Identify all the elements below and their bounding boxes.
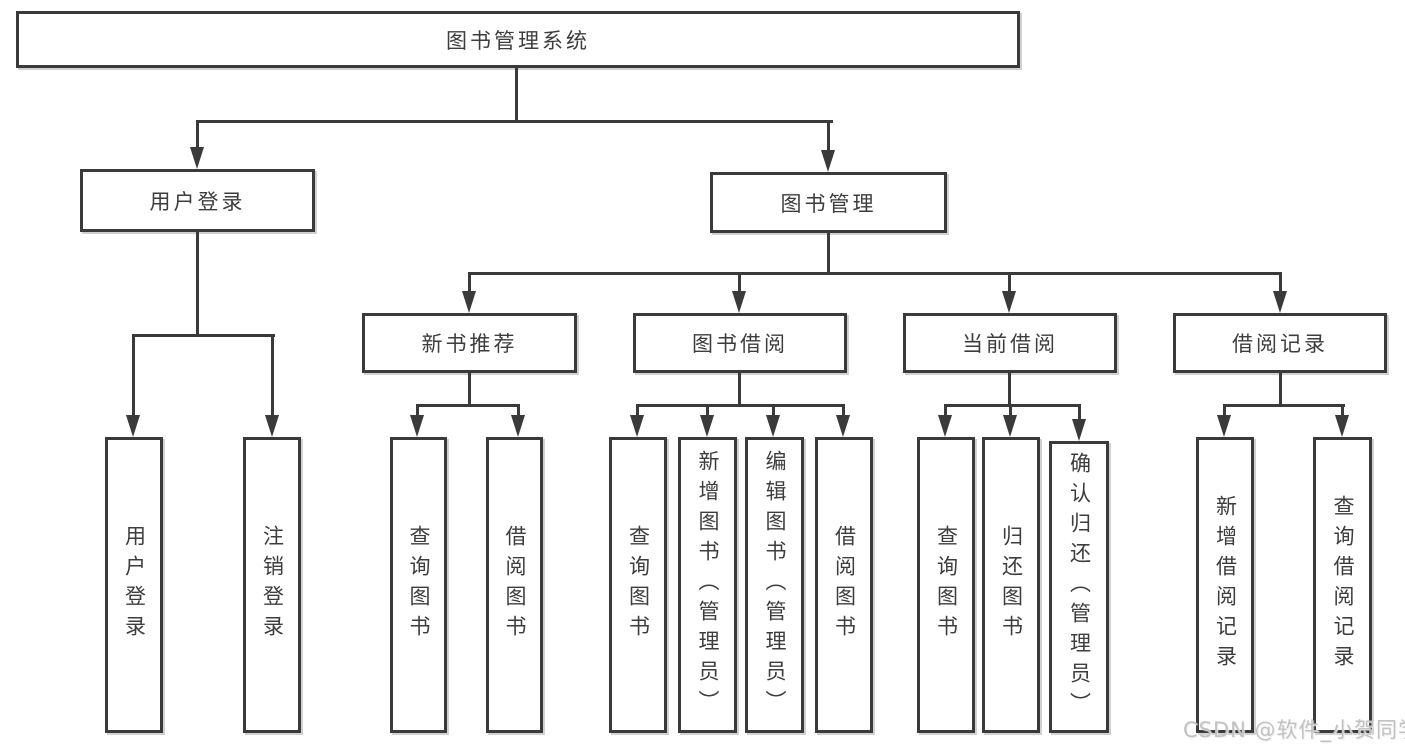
connector-drop-leaf xyxy=(1223,404,1226,418)
down-arrow-icon xyxy=(1217,415,1231,437)
connector-drop-user-login xyxy=(196,120,199,152)
connector-drop-leaf xyxy=(706,404,709,418)
leaf-borrow-books-1: 借阅图书 xyxy=(486,437,543,733)
leaf-logout: 注销登录 xyxy=(243,437,301,733)
down-arrow-icon xyxy=(1273,291,1287,313)
connector-new-book-stem xyxy=(468,373,471,407)
connector-user-login-stem xyxy=(196,232,199,337)
node-label: 查询图书 xyxy=(934,525,959,645)
connector-current-stem xyxy=(1008,373,1011,407)
connector-drop-leaf xyxy=(772,404,775,418)
node-book-borrowing: 图书借阅 xyxy=(633,313,847,373)
down-arrow-icon xyxy=(766,415,780,437)
node-book-management: 图书管理 xyxy=(710,172,947,233)
leaf-query-books-2: 查询图书 xyxy=(609,437,667,733)
connector-new-book-bus xyxy=(416,404,520,407)
node-label: 借阅图书 xyxy=(832,525,857,645)
down-arrow-icon xyxy=(1072,419,1086,441)
node-current-borrowing: 当前借阅 xyxy=(903,313,1117,373)
connector-root-stem xyxy=(515,67,518,121)
leaf-add-borrow-record: 新增借阅记录 xyxy=(1196,437,1254,733)
connector-records-bus xyxy=(1223,404,1345,407)
node-label: 查询图书 xyxy=(407,525,431,645)
node-label: 新书推荐 xyxy=(421,332,518,356)
connector-drop-leaf xyxy=(1078,404,1081,420)
node-label: 查询图书 xyxy=(626,525,651,645)
down-arrow-icon xyxy=(1002,291,1016,313)
node-label: 借阅图书 xyxy=(503,525,527,645)
down-arrow-icon xyxy=(126,415,140,437)
node-label: 图书管理系统 xyxy=(446,28,590,53)
leaf-confirm-return-admin: 确认归还（管理员） xyxy=(1049,441,1109,733)
down-arrow-icon xyxy=(732,291,746,313)
connector-borrowing-bus xyxy=(636,404,845,407)
connector-borrowing-stem xyxy=(738,373,741,407)
connector-drop-records xyxy=(1279,272,1282,294)
leaf-borrow-books-2: 借阅图书 xyxy=(815,437,873,733)
node-label: 借阅记录 xyxy=(1232,332,1328,356)
node-label: 编辑图书（管理员） xyxy=(763,450,787,720)
connector-user-login-bus xyxy=(132,334,275,337)
node-user-login: 用户登录 xyxy=(80,169,315,232)
leaf-return-books: 归还图书 xyxy=(982,437,1040,733)
node-label: 用户登录 xyxy=(122,525,147,645)
connector-drop-new-book xyxy=(468,272,471,294)
node-label: 当前借阅 xyxy=(962,332,1058,356)
connector-drop-leaf xyxy=(517,404,520,418)
connector-drop-current xyxy=(1008,272,1011,294)
connector-drop-leaf xyxy=(271,334,274,418)
down-arrow-icon xyxy=(630,415,644,437)
down-arrow-icon xyxy=(821,150,835,172)
down-arrow-icon xyxy=(410,415,424,437)
down-arrow-icon xyxy=(190,147,204,169)
node-new-book-recommend: 新书推荐 xyxy=(362,313,577,373)
connector-drop-leaf xyxy=(1009,404,1012,418)
node-root-system: 图书管理系统 xyxy=(16,11,1020,68)
node-label: 新增借阅记录 xyxy=(1213,495,1238,675)
down-arrow-icon xyxy=(265,415,279,437)
connector-drop-leaf xyxy=(416,404,419,418)
node-label: 注销登录 xyxy=(260,525,285,645)
leaf-query-borrow-record: 查询借阅记录 xyxy=(1313,437,1372,733)
down-arrow-icon xyxy=(836,415,850,437)
connector-drop-leaf xyxy=(132,334,135,418)
connector-book-mgmt-stem xyxy=(827,233,830,275)
connector-current-bus xyxy=(944,404,1081,407)
node-label: 图书借阅 xyxy=(692,332,788,356)
connector-drop-leaf xyxy=(842,404,845,418)
connector-root-bus xyxy=(196,120,833,123)
node-label: 归还图书 xyxy=(999,525,1024,645)
down-arrow-icon xyxy=(1003,415,1017,437)
node-borrow-records: 借阅记录 xyxy=(1173,313,1387,373)
leaf-query-books-1: 查询图书 xyxy=(390,437,447,733)
node-label: 用户登录 xyxy=(149,189,246,214)
connector-drop-book-mgmt xyxy=(827,120,830,154)
down-arrow-icon xyxy=(1335,415,1349,437)
leaf-edit-books-admin: 编辑图书（管理员） xyxy=(745,437,804,733)
down-arrow-icon xyxy=(511,415,525,437)
leaf-user-login: 用户登录 xyxy=(105,437,163,733)
node-label: 确认归还（管理员） xyxy=(1067,452,1092,722)
node-label: 新增图书（管理员） xyxy=(696,450,720,720)
leaf-query-books-3: 查询图书 xyxy=(917,437,975,733)
connector-records-stem xyxy=(1279,373,1282,407)
connector-drop-borrowing xyxy=(738,272,741,294)
down-arrow-icon xyxy=(462,291,476,313)
connector-book-mgmt-bus xyxy=(468,272,1282,275)
csdn-watermark: CSDN @软件_小贺同学 xyxy=(1183,718,1405,742)
down-arrow-icon xyxy=(938,415,952,437)
down-arrow-icon xyxy=(700,415,714,437)
node-label: 查询借阅记录 xyxy=(1331,495,1355,675)
node-label: 图书管理 xyxy=(780,191,877,216)
connector-drop-leaf xyxy=(944,404,947,418)
leaf-add-books-admin: 新增图书（管理员） xyxy=(678,437,737,733)
connector-drop-leaf xyxy=(1341,404,1344,418)
connector-drop-leaf xyxy=(636,404,639,418)
